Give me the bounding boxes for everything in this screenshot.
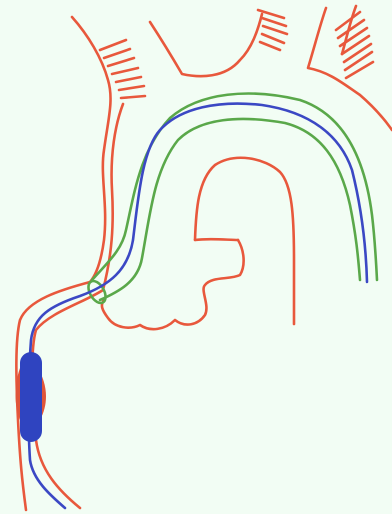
balloon-icon: [20, 352, 42, 442]
sheath-inner: [100, 119, 360, 300]
sheath-outer: [92, 94, 377, 280]
guidewire-path: [29, 104, 367, 508]
guidewire-icon: [29, 104, 367, 508]
vessel-inner-arch: [195, 158, 294, 324]
vessel-outline-icon: [16, 6, 392, 510]
catheter-sheath-icon: [85, 94, 377, 306]
balloon-body: [20, 352, 42, 442]
vessel-wall-inner: [32, 104, 123, 508]
vessel-lower-bulge: [102, 240, 244, 329]
vessel-inner-lobe: [195, 239, 238, 240]
vessel-branch-ribs-left: [100, 40, 145, 98]
vessel-branch-ribs-right: [336, 12, 373, 78]
vessel-notch-center: [150, 14, 262, 76]
